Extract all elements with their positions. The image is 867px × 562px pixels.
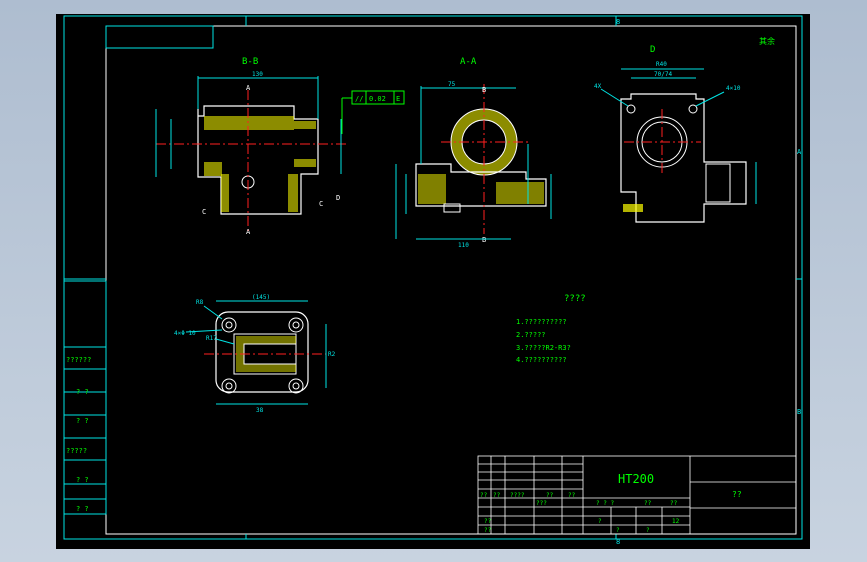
dim-aa-bottom: 110 — [458, 242, 469, 249]
title-lower-right: ? — [646, 527, 650, 534]
left-strip-label: ????? — [66, 447, 87, 455]
plan-view: (145) 38 R2 R8 4×Φ 10 R17 — [174, 294, 336, 414]
zone-label-bottom: 8 — [616, 538, 620, 546]
dim-plan-r: R17 — [206, 335, 217, 342]
zone-label-right-b: B — [797, 408, 801, 416]
cad-drawing: 8 8 A B 其余 ?????? ? ? ? ? ????? ? ? ? ? … — [63, 15, 803, 546]
drawing-canvas: 8 8 A B 其余 ?????? ? ? ? ? ????? ? ? ? ? … — [56, 14, 810, 549]
title-row-label: ?? — [568, 492, 576, 499]
title-row-label: ?? — [546, 492, 554, 499]
outer-frame — [63, 15, 803, 540]
title-lower-right: ? — [616, 527, 620, 534]
cut-label-c-right: C — [319, 200, 323, 208]
title-lower-left: ?? — [484, 527, 492, 534]
cut-label-a-top: A — [246, 84, 251, 92]
tolerance-datum: E — [396, 95, 400, 103]
dim-d-top1: R40 — [656, 61, 667, 68]
dim-bb-top: 130 — [252, 71, 263, 78]
title-lower-mid: ??? — [536, 500, 547, 507]
note-item: 3.?????R2-R3? — [516, 344, 571, 352]
tolerance-symbol: // — [355, 95, 363, 103]
zone-label-right-a: A — [797, 148, 802, 156]
title-row-label: ???? — [510, 492, 525, 499]
note-item: 1.?????????? — [516, 318, 567, 326]
cut-label-a-bottom: A — [246, 228, 251, 236]
section-bb: B-B 130 A A C C D — [155, 57, 346, 236]
title-block — [477, 455, 797, 535]
cut-label-b-top: B — [482, 86, 486, 94]
zone-label-top: 8 — [616, 18, 620, 26]
notes-title: ???? — [564, 294, 586, 304]
dim-plan-right: R2 — [328, 351, 336, 358]
title-row-label: ?? — [480, 492, 488, 499]
section-aa: A-A 75 B B 110 — [395, 57, 552, 249]
dim-aa-top: 75 — [448, 81, 456, 88]
title-lower-left: ?? — [484, 518, 492, 525]
title-lower-right: 12 — [672, 518, 680, 525]
left-strip-label: ? ? — [76, 476, 89, 484]
title-row-label: ?? — [493, 492, 501, 499]
dim-plan-bottom: 38 — [256, 407, 264, 414]
view-title-d: D — [650, 45, 655, 55]
dim-d-top2: 70/74 — [654, 71, 672, 78]
dim-plan-top: (145) — [252, 294, 270, 301]
cut-label-c-left: C — [202, 208, 206, 216]
dim-plan-hole: 4×Φ 10 — [174, 330, 196, 337]
title-lower-right: ? — [598, 518, 602, 525]
view-d: D R40 70/74 4X 4×10 — [594, 45, 757, 223]
cut-label-b-bottom: B — [482, 236, 486, 244]
view-title-aa: A-A — [460, 57, 477, 67]
part-name: ?? — [732, 490, 742, 499]
tolerance-value: 0.02 — [369, 95, 386, 103]
title-lower-right: ?? — [644, 500, 652, 507]
technical-notes: ???? 1.?????????? 2.????? 3.?????R2-R3? … — [516, 294, 586, 364]
left-strip-table — [63, 280, 107, 515]
left-strip-label: ? ? — [76, 505, 89, 513]
left-strip-label: ?????? — [66, 356, 91, 364]
material-label: HT200 — [618, 472, 654, 486]
title-lower-right: ?? — [670, 500, 678, 507]
dim-d-right: 4×10 — [726, 85, 741, 92]
tolerance-frame: // 0.02 E — [341, 90, 405, 134]
view-title-bb: B-B — [242, 57, 258, 67]
left-strip-label: ? ? — [76, 388, 89, 396]
left-strip-label: ? ? — [76, 417, 89, 425]
dim-plan-side: R8 — [196, 299, 204, 306]
title-lower-right: ? ? ? — [596, 500, 614, 507]
corner-note: 其余 — [759, 36, 775, 46]
note-item: 2.????? — [516, 331, 546, 339]
dim-d-left: 4X — [594, 83, 602, 90]
note-item: 4.?????????? — [516, 356, 567, 364]
inner-frame — [105, 25, 797, 535]
cut-label-d: D — [336, 194, 340, 202]
top-left-box — [105, 25, 214, 49]
